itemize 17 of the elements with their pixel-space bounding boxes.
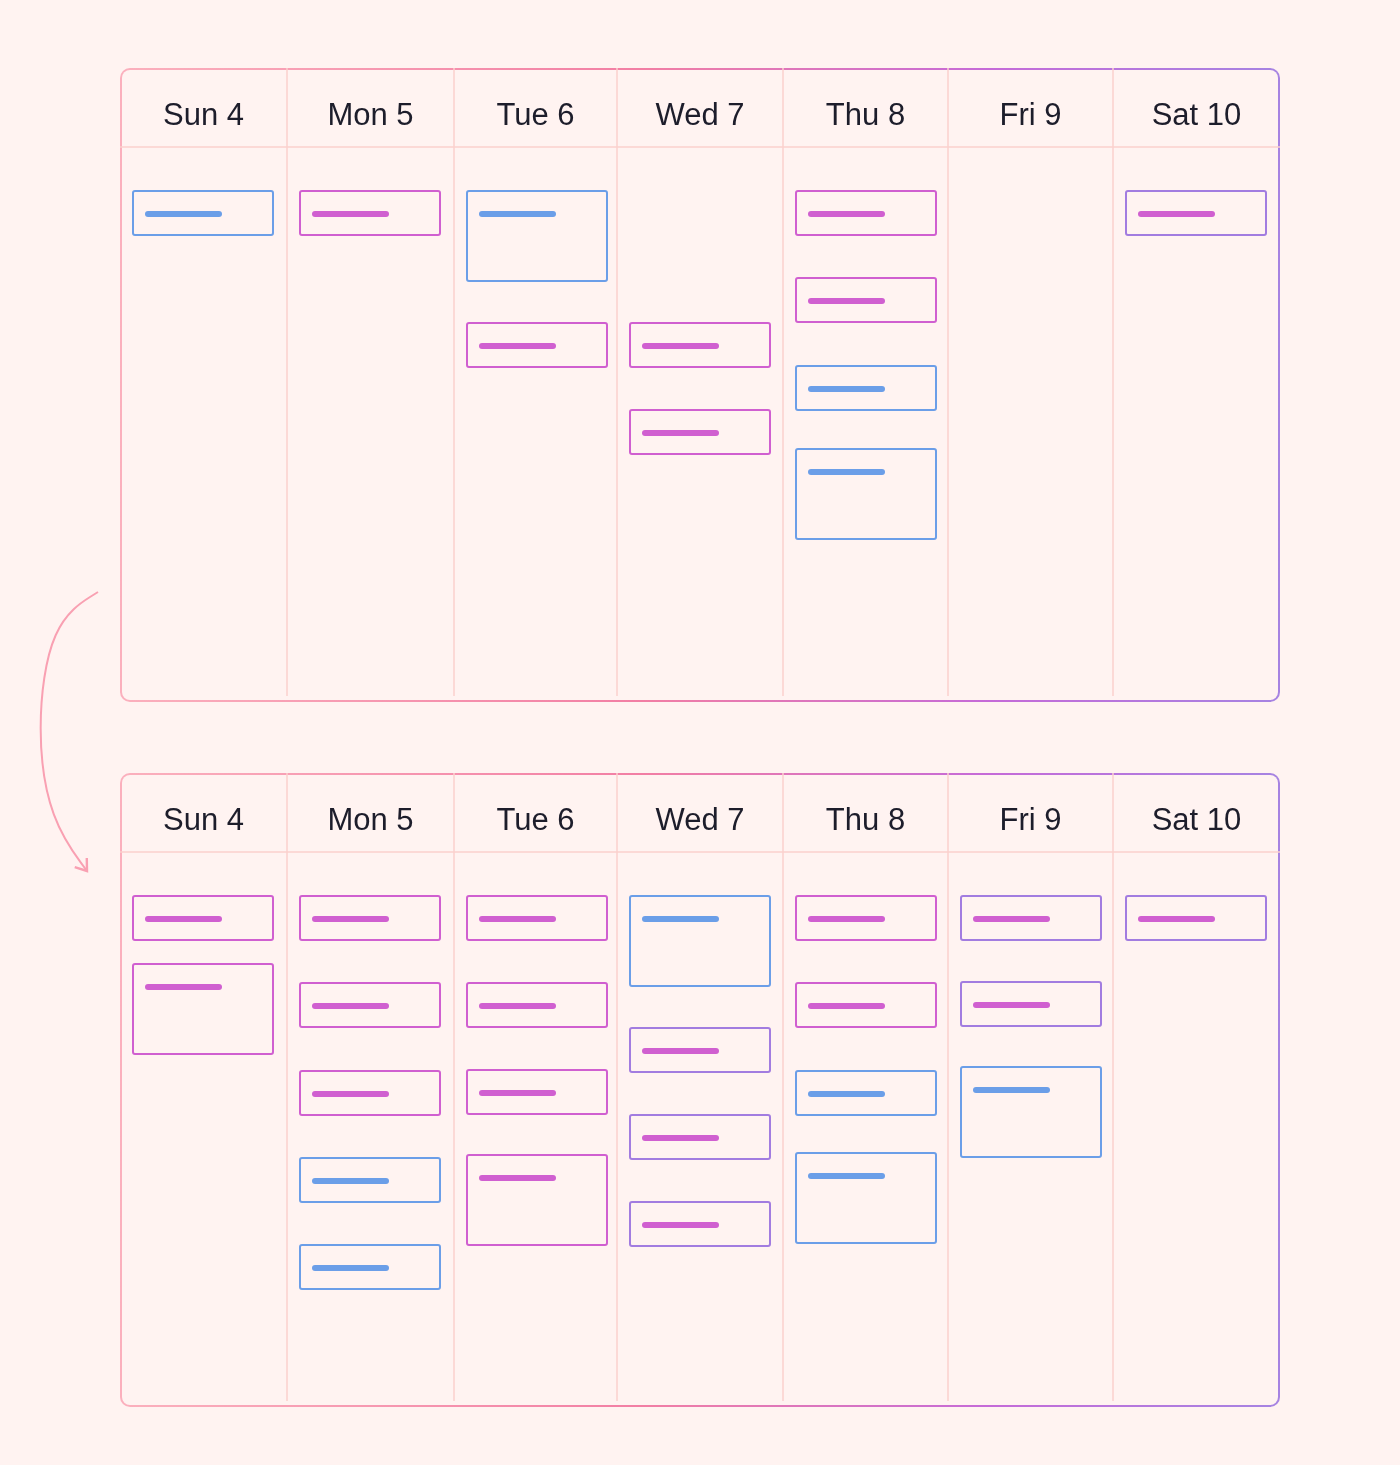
day-header: Wed 7 (655, 97, 745, 133)
day-header: Sun 4 (163, 97, 244, 133)
day-header: Sat 10 (1151, 802, 1242, 838)
day-header: Tue 6 (496, 802, 575, 838)
day-header: Mon 5 (327, 802, 414, 838)
day-header: Thu 8 (825, 802, 906, 838)
day-header: Wed 7 (655, 802, 745, 838)
day-header: Mon 5 (327, 97, 414, 133)
day-header: Sat 10 (1151, 97, 1242, 133)
curved-arrow (39, 591, 99, 873)
day-header: Thu 8 (825, 97, 906, 133)
calendar-panel (120, 68, 1280, 702)
day-header: Fri 9 (999, 802, 1062, 838)
calendar-panel (120, 773, 1280, 1407)
day-header: Fri 9 (999, 97, 1062, 133)
day-header: Sun 4 (163, 802, 244, 838)
day-header: Tue 6 (496, 97, 575, 133)
